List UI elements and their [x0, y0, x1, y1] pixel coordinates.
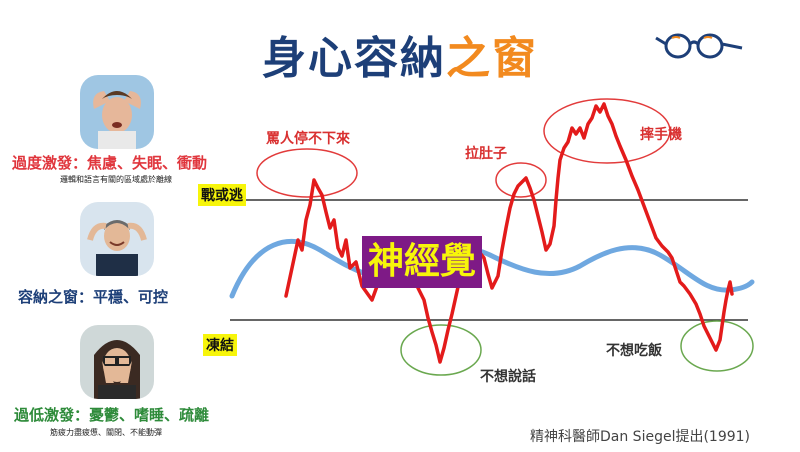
relaxed-man-photo: [80, 202, 154, 276]
credit-text: 精神科醫師Dan Siegel提出(1991): [530, 429, 751, 445]
scold-annotation: 罵人停不下來: [266, 131, 350, 147]
hypoarousal-label: 過低激發：憂鬱、嗜睡、疏離: [14, 406, 210, 424]
no-eat-annotation: 不想吃飯: [606, 343, 662, 359]
title-main: 身心容納: [262, 33, 446, 84]
title-accent: 之窗: [446, 33, 538, 84]
no-talk-annotation: 不想說話: [480, 369, 536, 385]
phone-ellipse: [543, 98, 671, 164]
hyperarousal-sub: 邏輯和語言有關的區域處於離線: [60, 175, 172, 184]
anxious-man-photo: [80, 75, 154, 149]
freeze-label: 凍結: [203, 334, 237, 356]
page-title: 身心容納之窗: [0, 22, 800, 86]
phone-annotation: 摔手機: [640, 127, 682, 143]
regulated-wave: [229, 238, 755, 299]
no-eat-ellipse: [680, 320, 754, 372]
glasses-icon: [655, 33, 743, 59]
hypoarousal-sub: 筋疲力盡疲憊、關閉、不能動彈: [50, 428, 162, 437]
hyperarousal-label: 過度激發：焦慮、失眠、衝動: [12, 154, 208, 172]
neuroception-label: 神經覺: [362, 236, 483, 288]
distressed-woman-photo: [80, 325, 154, 399]
no-talk-ellipse: [400, 324, 482, 376]
arousal-line: [284, 102, 734, 364]
scold-ellipse: [256, 148, 358, 198]
stomach-ellipse: [495, 162, 547, 198]
fight-or-flight-label: 戰或逃: [198, 184, 246, 206]
window-of-tolerance-label: 容納之窗：平穩、可控: [18, 288, 169, 306]
stomach-annotation: 拉肚子: [465, 146, 507, 162]
